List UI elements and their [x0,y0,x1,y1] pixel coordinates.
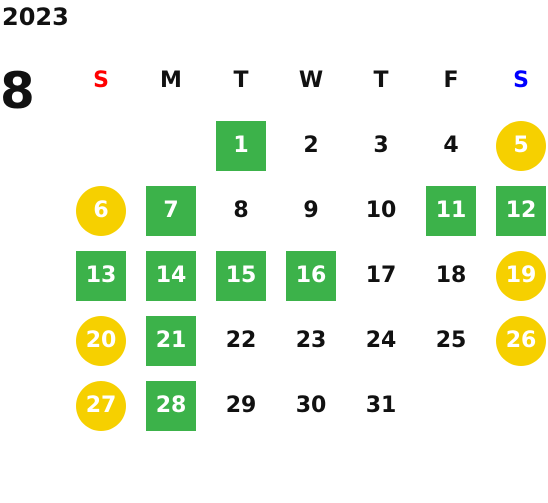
day-number: 24 [365,328,397,353]
day-cell-16[interactable]: 16 [276,243,346,308]
day-number: 8 [233,198,249,223]
day-number: 5 [496,120,546,171]
day-cell-7[interactable]: 7 [136,178,206,243]
weekday-header-fri: F [443,68,459,93]
day-cell-23[interactable]: 23 [276,308,346,373]
weekday-header-tue: T [233,68,249,93]
day-cell-8[interactable]: 8 [206,178,276,243]
day-number: 2 [303,133,319,158]
day-cell-27[interactable]: 27 [66,373,136,438]
day-number: 29 [225,393,257,418]
day-number: 15 [216,250,266,301]
day-number: 26 [496,315,546,366]
weekday-header-mon: M [160,68,182,93]
weekday-header-thu: T [373,68,389,93]
day-cell-17[interactable]: 17 [346,243,416,308]
day-number: 19 [496,250,546,301]
day-number: 12 [496,185,546,236]
day-cell-29[interactable]: 29 [206,373,276,438]
day-number: 13 [76,250,126,301]
day-number: 22 [225,328,257,353]
weekday-header-wed: W [298,68,324,93]
day-cell-1[interactable]: 1 [206,113,276,178]
day-number: 14 [146,250,196,301]
day-cell-9[interactable]: 9 [276,178,346,243]
year-label: 2023 [2,3,69,31]
day-number: 1 [216,120,266,171]
day-cell-3[interactable]: 3 [346,113,416,178]
day-number: 20 [76,315,126,366]
day-cell-21[interactable]: 21 [136,308,206,373]
day-number: 18 [435,263,467,288]
day-cell-14[interactable]: 14 [136,243,206,308]
month-label: 8 [0,62,35,120]
day-cell-12[interactable]: 12 [486,178,548,243]
day-number: 25 [435,328,467,353]
day-cell-11[interactable]: 11 [416,178,486,243]
day-cell-19[interactable]: 19 [486,243,548,308]
day-cell-15[interactable]: 15 [206,243,276,308]
day-number: 28 [146,380,196,431]
day-number: 6 [76,185,126,236]
day-number: 4 [443,133,459,158]
day-number: 16 [286,250,336,301]
day-cell-28[interactable]: 28 [136,373,206,438]
weekday-header-sun: S [93,68,109,93]
day-cell-2[interactable]: 2 [276,113,346,178]
day-number: 7 [146,185,196,236]
day-number: 11 [426,185,476,236]
day-number: 27 [76,380,126,431]
day-cell-26[interactable]: 26 [486,308,548,373]
day-cell-10[interactable]: 10 [346,178,416,243]
day-number: 23 [295,328,327,353]
day-number: 31 [365,393,397,418]
day-cell-24[interactable]: 24 [346,308,416,373]
day-cell-4[interactable]: 4 [416,113,486,178]
day-cell-22[interactable]: 22 [206,308,276,373]
day-cell-31[interactable]: 31 [346,373,416,438]
day-cell-20[interactable]: 20 [66,308,136,373]
day-number: 3 [373,133,389,158]
weekday-header-sat: S [513,68,529,93]
day-number: 10 [365,198,397,223]
day-cell-13[interactable]: 13 [66,243,136,308]
day-cell-25[interactable]: 25 [416,308,486,373]
day-cell-30[interactable]: 30 [276,373,346,438]
day-number: 30 [295,393,327,418]
day-number: 17 [365,263,397,288]
day-cell-5[interactable]: 5 [486,113,548,178]
day-number: 9 [303,198,319,223]
day-number: 21 [146,315,196,366]
day-cell-18[interactable]: 18 [416,243,486,308]
day-cell-6[interactable]: 6 [66,178,136,243]
